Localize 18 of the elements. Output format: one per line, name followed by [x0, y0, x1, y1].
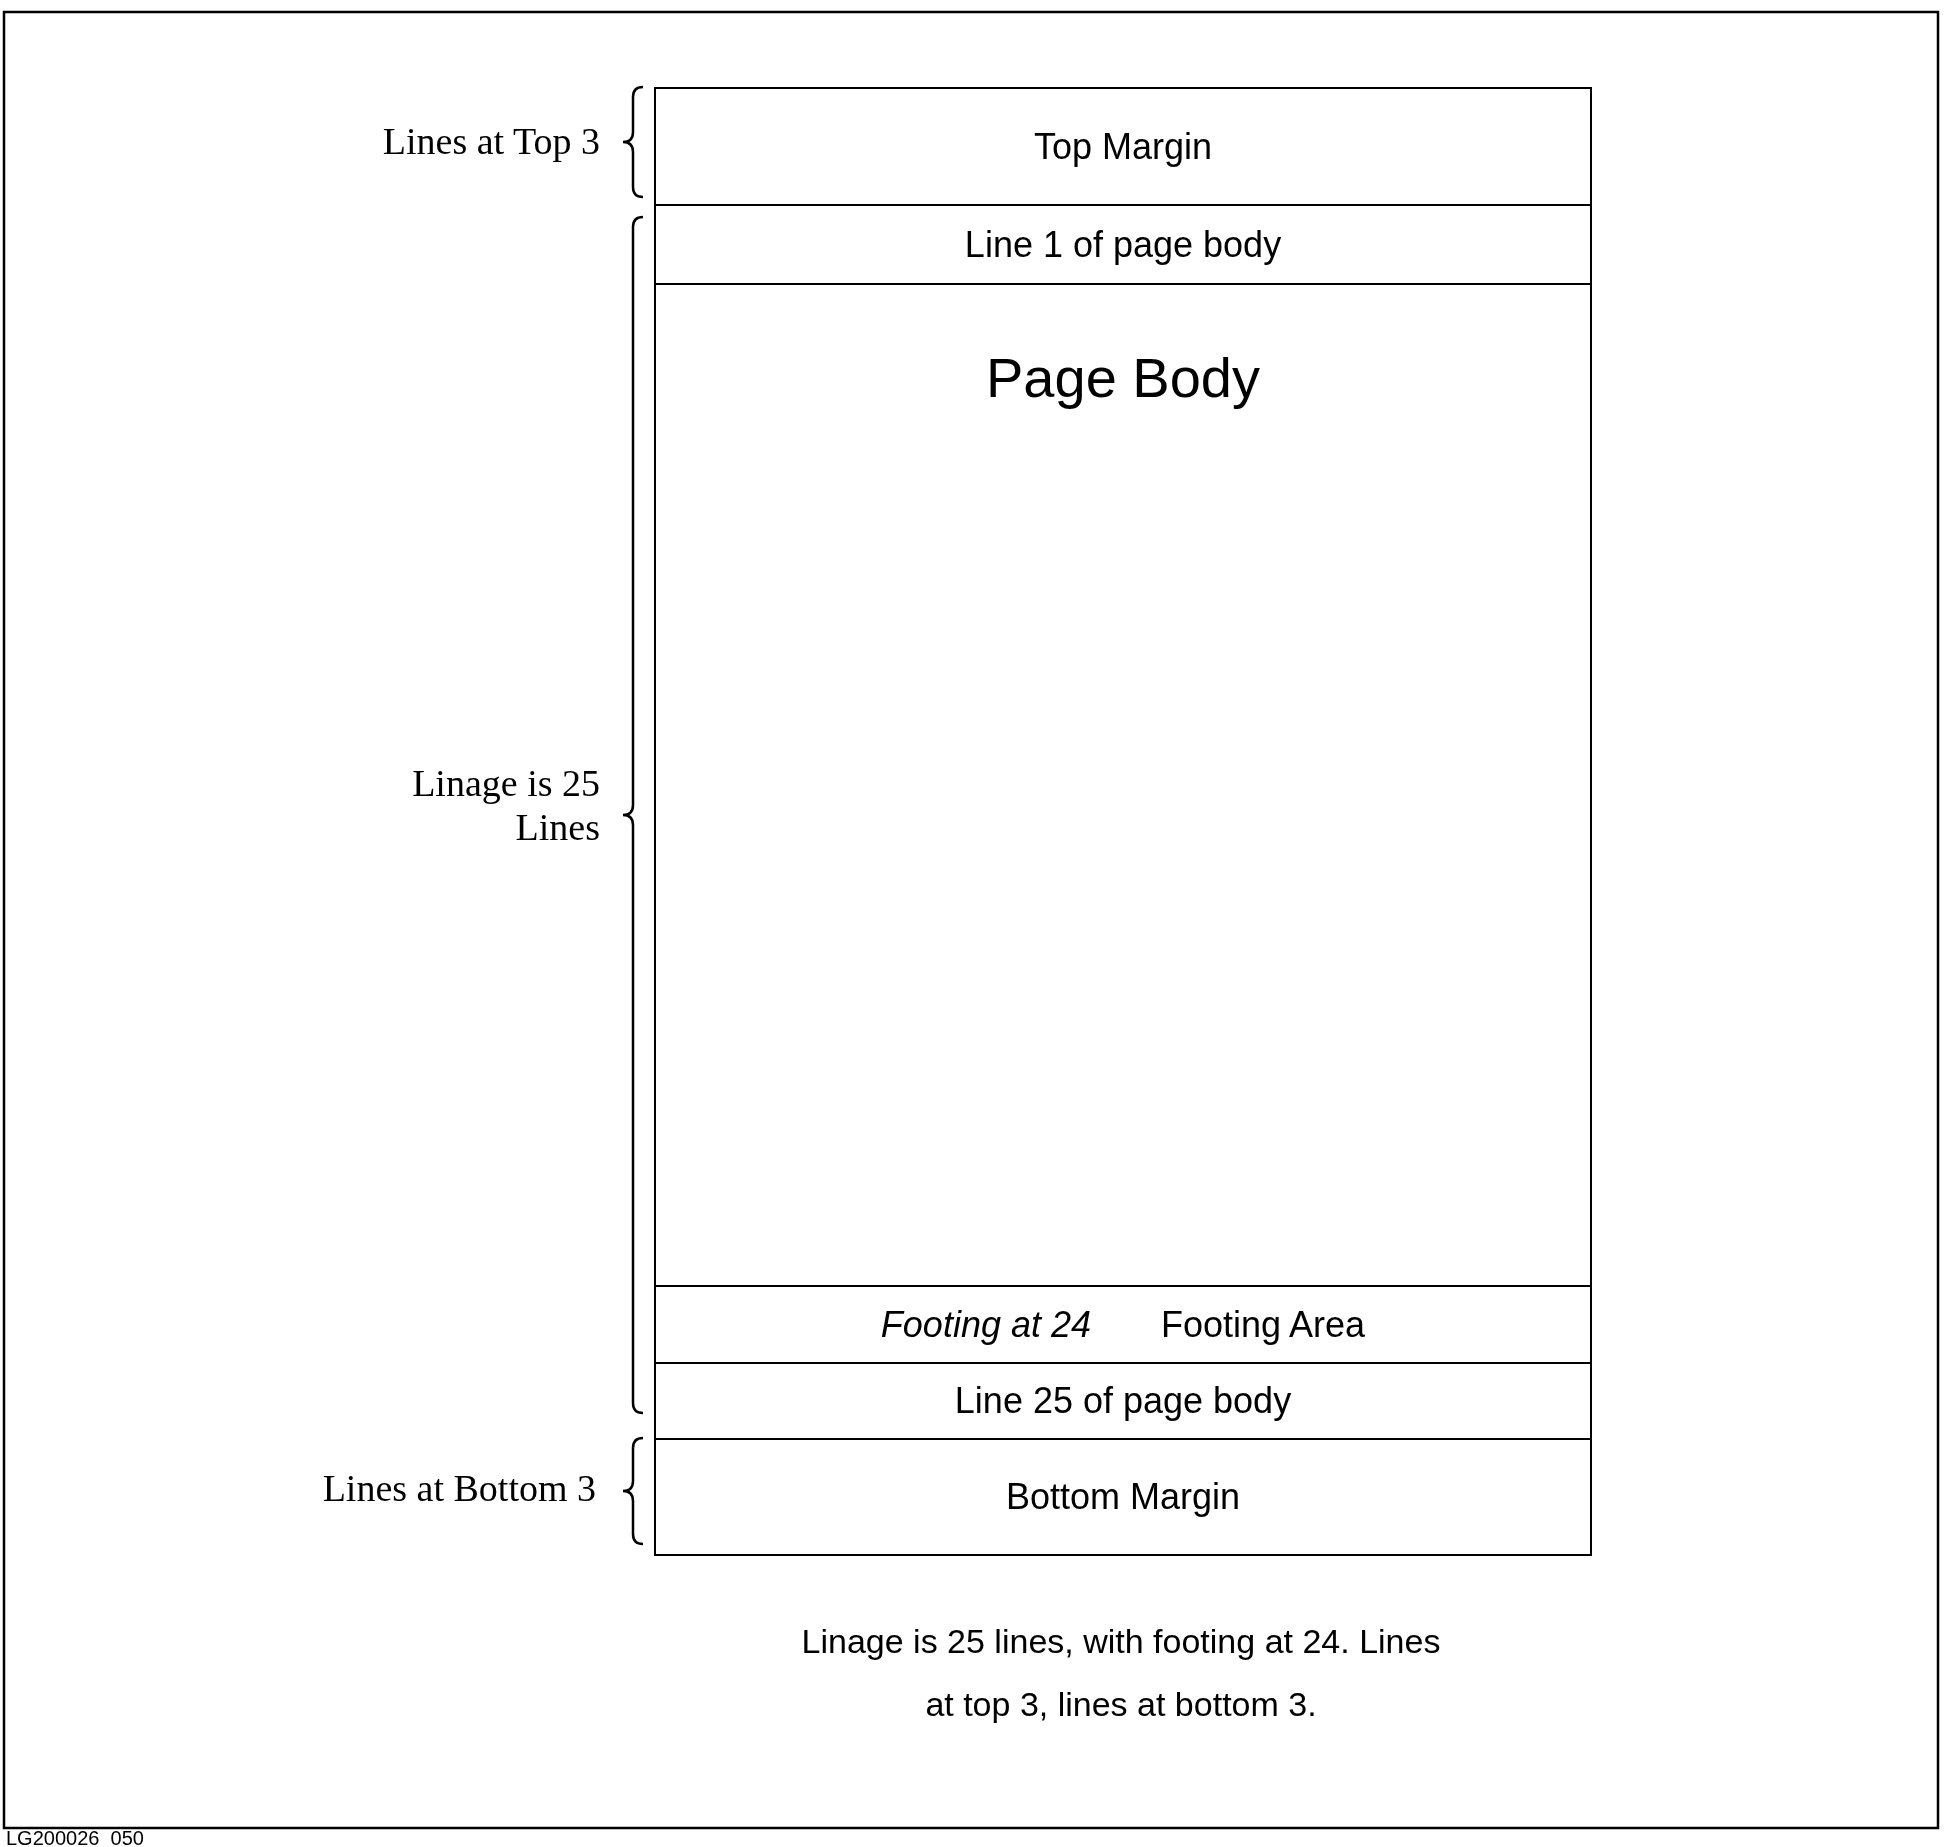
footing-band	[654, 1285, 1592, 1364]
page-body-area	[654, 283, 1592, 1287]
line-band	[654, 1362, 1592, 1440]
brace-label: Linage is 25 Lines	[411, 762, 600, 850]
band-label: Footing Area	[1161, 1303, 1366, 1346]
band-label: Top Margin	[1033, 125, 1213, 168]
figure-id: LG200026_050	[6, 1827, 145, 1847]
caption: Linage is 25 lines, with footing at 24. Lines at top 3, lines at bottom 3.	[800, 1621, 1442, 1725]
brace-label: Lines at Bottom 3	[321, 1467, 596, 1511]
footing-line-label: Footing at 24	[880, 1303, 1091, 1346]
line-band	[654, 204, 1592, 285]
band-label: Line 25 of page body	[954, 1380, 1292, 1422]
brace-label: Lines at Top 3	[381, 120, 600, 164]
band-label: Line 1 of page body	[964, 223, 1282, 266]
band-label: Bottom Margin	[1005, 1476, 1241, 1518]
margin-band	[654, 1438, 1592, 1556]
band-label: Page Body	[986, 345, 1260, 410]
margin-band	[654, 87, 1592, 206]
